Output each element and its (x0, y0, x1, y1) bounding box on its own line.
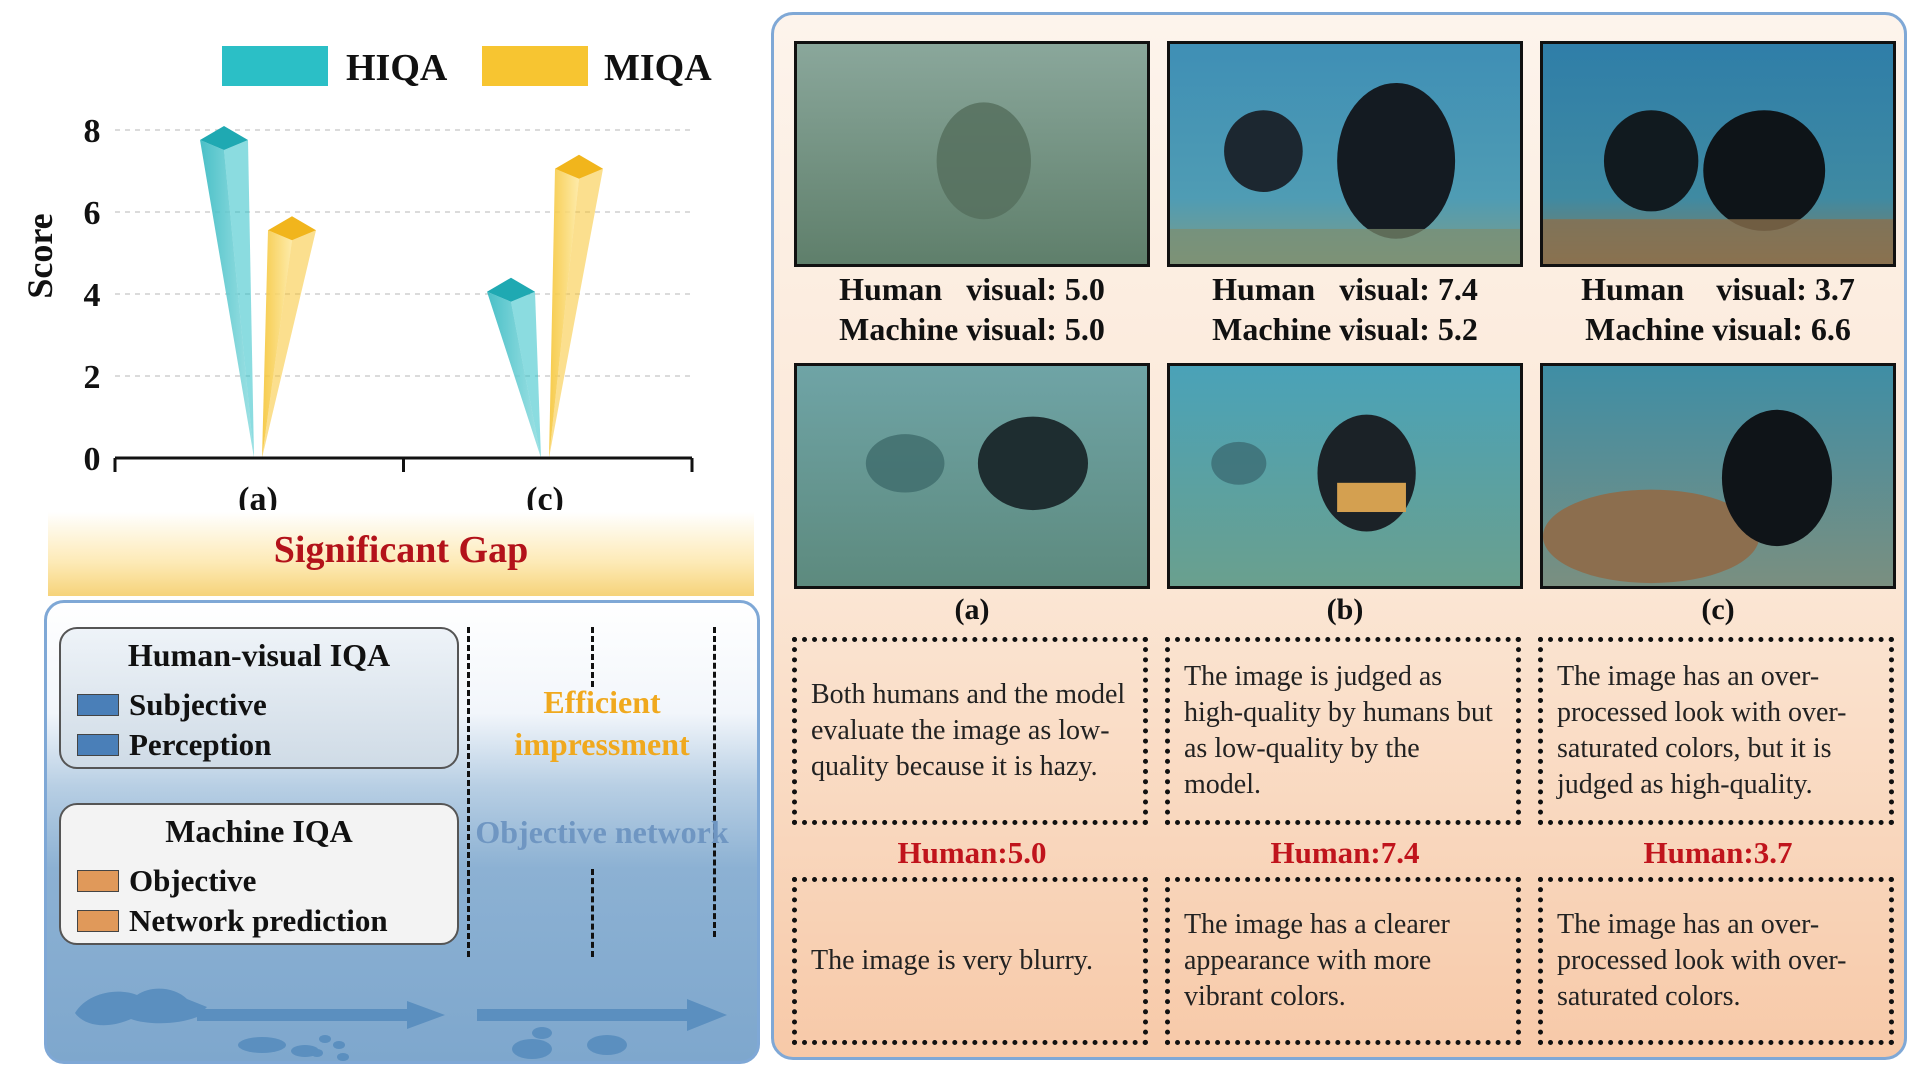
photo-c-top (1540, 41, 1896, 267)
diver-silhouette-icon (1224, 110, 1303, 192)
human-item-perception: Perception (77, 727, 271, 763)
diver-silhouette-icon (1603, 110, 1699, 212)
photo-a-bottom (794, 363, 1150, 589)
diver-silhouette-icon (1703, 110, 1826, 231)
diver-silhouette-icon (1317, 414, 1416, 532)
efficient-impressment-label: Efficient impressment (514, 684, 690, 762)
y-tick-label: 4 (84, 277, 101, 314)
human-item-label: Subjective (129, 687, 267, 722)
diver-silhouette-icon (977, 416, 1089, 511)
fish-school-icon (75, 988, 207, 1026)
legend-label-miqa: MIQA (604, 47, 712, 89)
description-text: The image is judged as high-quality by h… (1184, 661, 1493, 800)
x-tick-label: (c) (526, 481, 564, 510)
orange-swatch-icon (77, 870, 119, 892)
description-box-c-top: The image has an over-processed look wit… (1538, 637, 1894, 825)
x-tick-label: (a) (238, 481, 278, 510)
description-text: The image has an over-processed look wit… (1557, 661, 1847, 800)
machine-item-label: Objective (129, 863, 257, 898)
human-visual-iqa-title: Human-visual IQA (127, 637, 391, 673)
objective-network-label: Objective network (475, 814, 729, 850)
machine-visual-score-c: Machine visual: 6.6 (1585, 311, 1851, 347)
machine-item-label: Network prediction (129, 903, 388, 938)
description-text: The image is very blurry. (811, 945, 1093, 976)
blue-swatch-icon (77, 694, 119, 716)
description-text: Both humans and the model evaluate the i… (811, 679, 1126, 782)
legend-label-hiqa: HIQA (346, 47, 448, 89)
dashed-divider (591, 869, 594, 957)
human-score-red-c: Human:3.7 (1643, 835, 1793, 870)
description-box-c-bottom: The image has an over-processed look wit… (1538, 877, 1894, 1045)
photo-b-bottom (1167, 363, 1523, 589)
diver-silhouette-icon (865, 434, 945, 493)
legend-swatch-hiqa (222, 46, 328, 86)
human-item-subjective: Subjective (77, 687, 267, 723)
bar-miqa-0 (262, 216, 316, 458)
description-box-b-bottom: The image has a clearer appearance with … (1165, 877, 1521, 1045)
diver-silhouette-icon (1337, 82, 1456, 239)
fish-silhouettes-decoration (75, 988, 727, 1061)
human-visual-score-a: Human visual: 5.0 (839, 271, 1105, 307)
y-tick-label: 8 (84, 113, 101, 150)
y-tick-label: 0 (84, 441, 101, 478)
dashed-divider (591, 627, 594, 687)
y-axis-label: Score (20, 213, 60, 298)
description-box-a-bottom: The image is very blurry. (792, 877, 1148, 1045)
diver-silhouette-icon (1721, 409, 1833, 547)
photo-a-top (794, 41, 1150, 267)
significant-gap-band (48, 512, 754, 596)
human-visual-iqa-box: Human-visual IQA Subjective Perception (59, 627, 459, 769)
significant-gap-label: Significant Gap (273, 529, 529, 571)
description-text: The image has an over-processed look wit… (1557, 909, 1847, 1012)
examples-panel: Human visual: 5.0 Machine visual: 5.0 Hu… (771, 12, 1907, 1060)
diver-silhouette-icon (936, 102, 1031, 220)
legend-swatch-miqa (482, 46, 588, 86)
y-tick-label: 6 (84, 195, 101, 232)
description-box-b-top: The image is judged as high-quality by h… (1165, 637, 1521, 825)
dashed-divider (713, 627, 716, 937)
human-visual-score-c: Human visual: 3.7 (1581, 271, 1855, 307)
photo-b-top (1167, 41, 1523, 267)
human-score-red-b: Human:7.4 (1270, 835, 1420, 870)
column-label-c: (c) (1701, 593, 1735, 626)
bar-miqa-1 (549, 154, 603, 458)
bar-hiqa-1 (487, 277, 541, 458)
score-bar-chart: 0 2 4 6 8 (a) (c) HIQA MIQA Score (20, 46, 712, 510)
dashed-divider (467, 627, 470, 957)
machine-iqa-title: Machine IQA (165, 813, 353, 849)
machine-visual-score-a: Machine visual: 5.0 (839, 311, 1105, 347)
iqa-comparison-panel: Human-visual IQA Subjective Perception M… (44, 600, 760, 1064)
human-visual-score-b: Human visual: 7.4 (1212, 271, 1478, 307)
machine-iqa-box: Machine IQA Objective Network prediction (59, 803, 459, 945)
column-label-a: (a) (954, 593, 990, 626)
description-box-a-top: Both humans and the model evaluate the i… (792, 637, 1148, 825)
human-score-red-a: Human:5.0 (897, 835, 1047, 870)
machine-item-objective: Objective (77, 863, 256, 899)
machine-visual-score-b: Machine visual: 5.2 (1212, 311, 1478, 347)
description-text: The image has a clearer appearance with … (1184, 909, 1450, 1012)
orange-swatch-icon (77, 910, 119, 932)
human-item-label: Perception (129, 727, 272, 762)
bar-hiqa-0 (200, 126, 254, 458)
machine-item-network-prediction: Network prediction (77, 903, 388, 939)
y-tick-label: 2 (84, 359, 101, 396)
photo-c-bottom (1540, 363, 1896, 589)
blue-swatch-icon (77, 734, 119, 756)
column-label-b: (b) (1326, 593, 1364, 626)
diver-silhouette-icon (1211, 441, 1267, 485)
